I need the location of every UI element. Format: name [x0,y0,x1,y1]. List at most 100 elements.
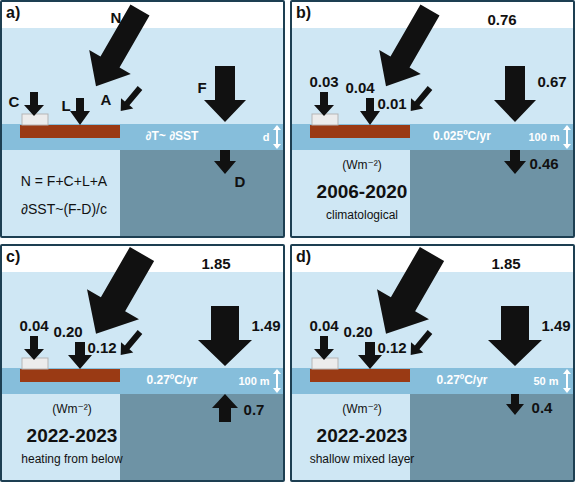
equation: N = F+C+L+A [21,174,107,189]
f-arrow [204,66,246,122]
n-arrow [75,0,161,98]
scenario-label: heating from below [21,453,122,466]
arrow-shape [405,327,437,360]
f-arrow [198,306,252,366]
d-arrow [504,150,526,174]
ice-block [22,114,48,125]
flux-value: 0.4 [532,400,553,417]
land-strip [310,369,410,382]
flux-value: 1.85 [201,256,230,273]
depth-label: d [263,131,270,143]
temperature-rate: 0.27ºC/yr [436,374,487,387]
depth-line [276,129,278,145]
flux-symbol: C [9,94,20,111]
depth-head [563,144,571,149]
flux-symbol: A [101,92,112,109]
deep-ocean [120,394,283,480]
flux-value: 0.20 [343,324,372,341]
flux-symbol: D [235,174,246,191]
arrow-shape [75,0,161,98]
f-arrow [488,306,542,366]
depth-head [273,388,281,393]
temperature-rate: ∂T~ ∂SST [146,130,199,143]
panel-letter: c) [6,248,20,266]
panel-art [2,0,283,236]
mixed-layer: 0.27ºC/yr [292,368,573,394]
flux-value: 0.04 [345,80,374,97]
panel-art [292,239,573,480]
land-strip [310,125,410,138]
d-arrow [214,150,236,174]
c-arrow [24,336,44,360]
panel-box: c) 0.27ºC/yr [0,244,285,482]
period-label: 2022-2023 [317,426,408,447]
depth-label: 100 m [528,131,559,143]
n-arrow [360,239,458,349]
n-arrow [70,239,168,349]
l-arrow [360,98,380,125]
flux-value: 0.20 [53,324,82,341]
flux-value: 0.67 [537,74,566,91]
depth-line [566,129,568,145]
n-arrow [365,0,451,98]
depth-head [563,125,571,130]
panel-letter: a) [6,4,20,22]
unit-label: (Wm⁻²) [342,159,382,172]
flux-symbol: L [61,98,70,115]
arrow-shape [365,0,451,98]
depth-head [563,388,571,393]
f-arrow [494,66,536,122]
mixed-layer-band [2,368,283,394]
panel-art [292,0,573,236]
flux-value: 1.85 [491,256,520,273]
flux-value: 0.76 [487,12,516,29]
c-arrow [314,92,334,116]
depth-head [273,369,281,374]
flux-value: 0.12 [87,340,116,357]
temperature-rate: 0.27ºC/yr [146,374,197,387]
mixed-layer-band [292,124,573,150]
ice-block [312,114,338,125]
a-arrow [405,83,437,116]
temperature-rate: 0.025ºC/yr [433,130,491,143]
scenario-label: climatological [326,209,398,222]
equation: ∂SST~(F-D)/c [21,202,107,217]
period-label: 2006-2020 [317,182,408,203]
panel-letter: d) [296,248,311,266]
mixed-layer-band [292,368,573,394]
flux-value: 1.49 [541,318,570,335]
d-arrow [506,394,524,415]
ice-block [312,358,338,369]
panel-box: d) 0.27ºC/yr [290,244,575,482]
flux-value: 0.01 [377,96,406,113]
deep-ocean [120,150,283,236]
a-arrow [405,327,437,360]
a-arrow [115,83,147,116]
deep-ocean [410,150,573,236]
d-arrow-up [212,394,238,422]
mixed-layer-band [2,124,283,150]
depth-head [273,125,281,130]
depth-head [273,144,281,149]
scenario-label: shallow mixed layer [310,453,415,466]
flux-symbol: N [111,10,122,27]
flux-value: 0.7 [244,402,265,419]
flux-value: 0.04 [19,318,48,335]
atmosphere-band [292,272,573,480]
flux-symbol: F [197,80,206,97]
arrow-shape [115,327,147,360]
ice-block [22,358,48,369]
c-arrow [24,92,44,116]
depth-line [276,373,278,389]
flux-value: 0.12 [377,340,406,357]
a-arrow [115,327,147,360]
flux-value: 0.03 [309,74,338,91]
deep-ocean [410,394,573,480]
period-label: 2022-2023 [27,426,118,447]
arrow-shape [405,83,437,116]
atmosphere-band [2,272,283,480]
panel-letter: b) [296,4,311,22]
flux-value: 0.04 [309,318,338,335]
atmosphere-band [292,28,573,236]
